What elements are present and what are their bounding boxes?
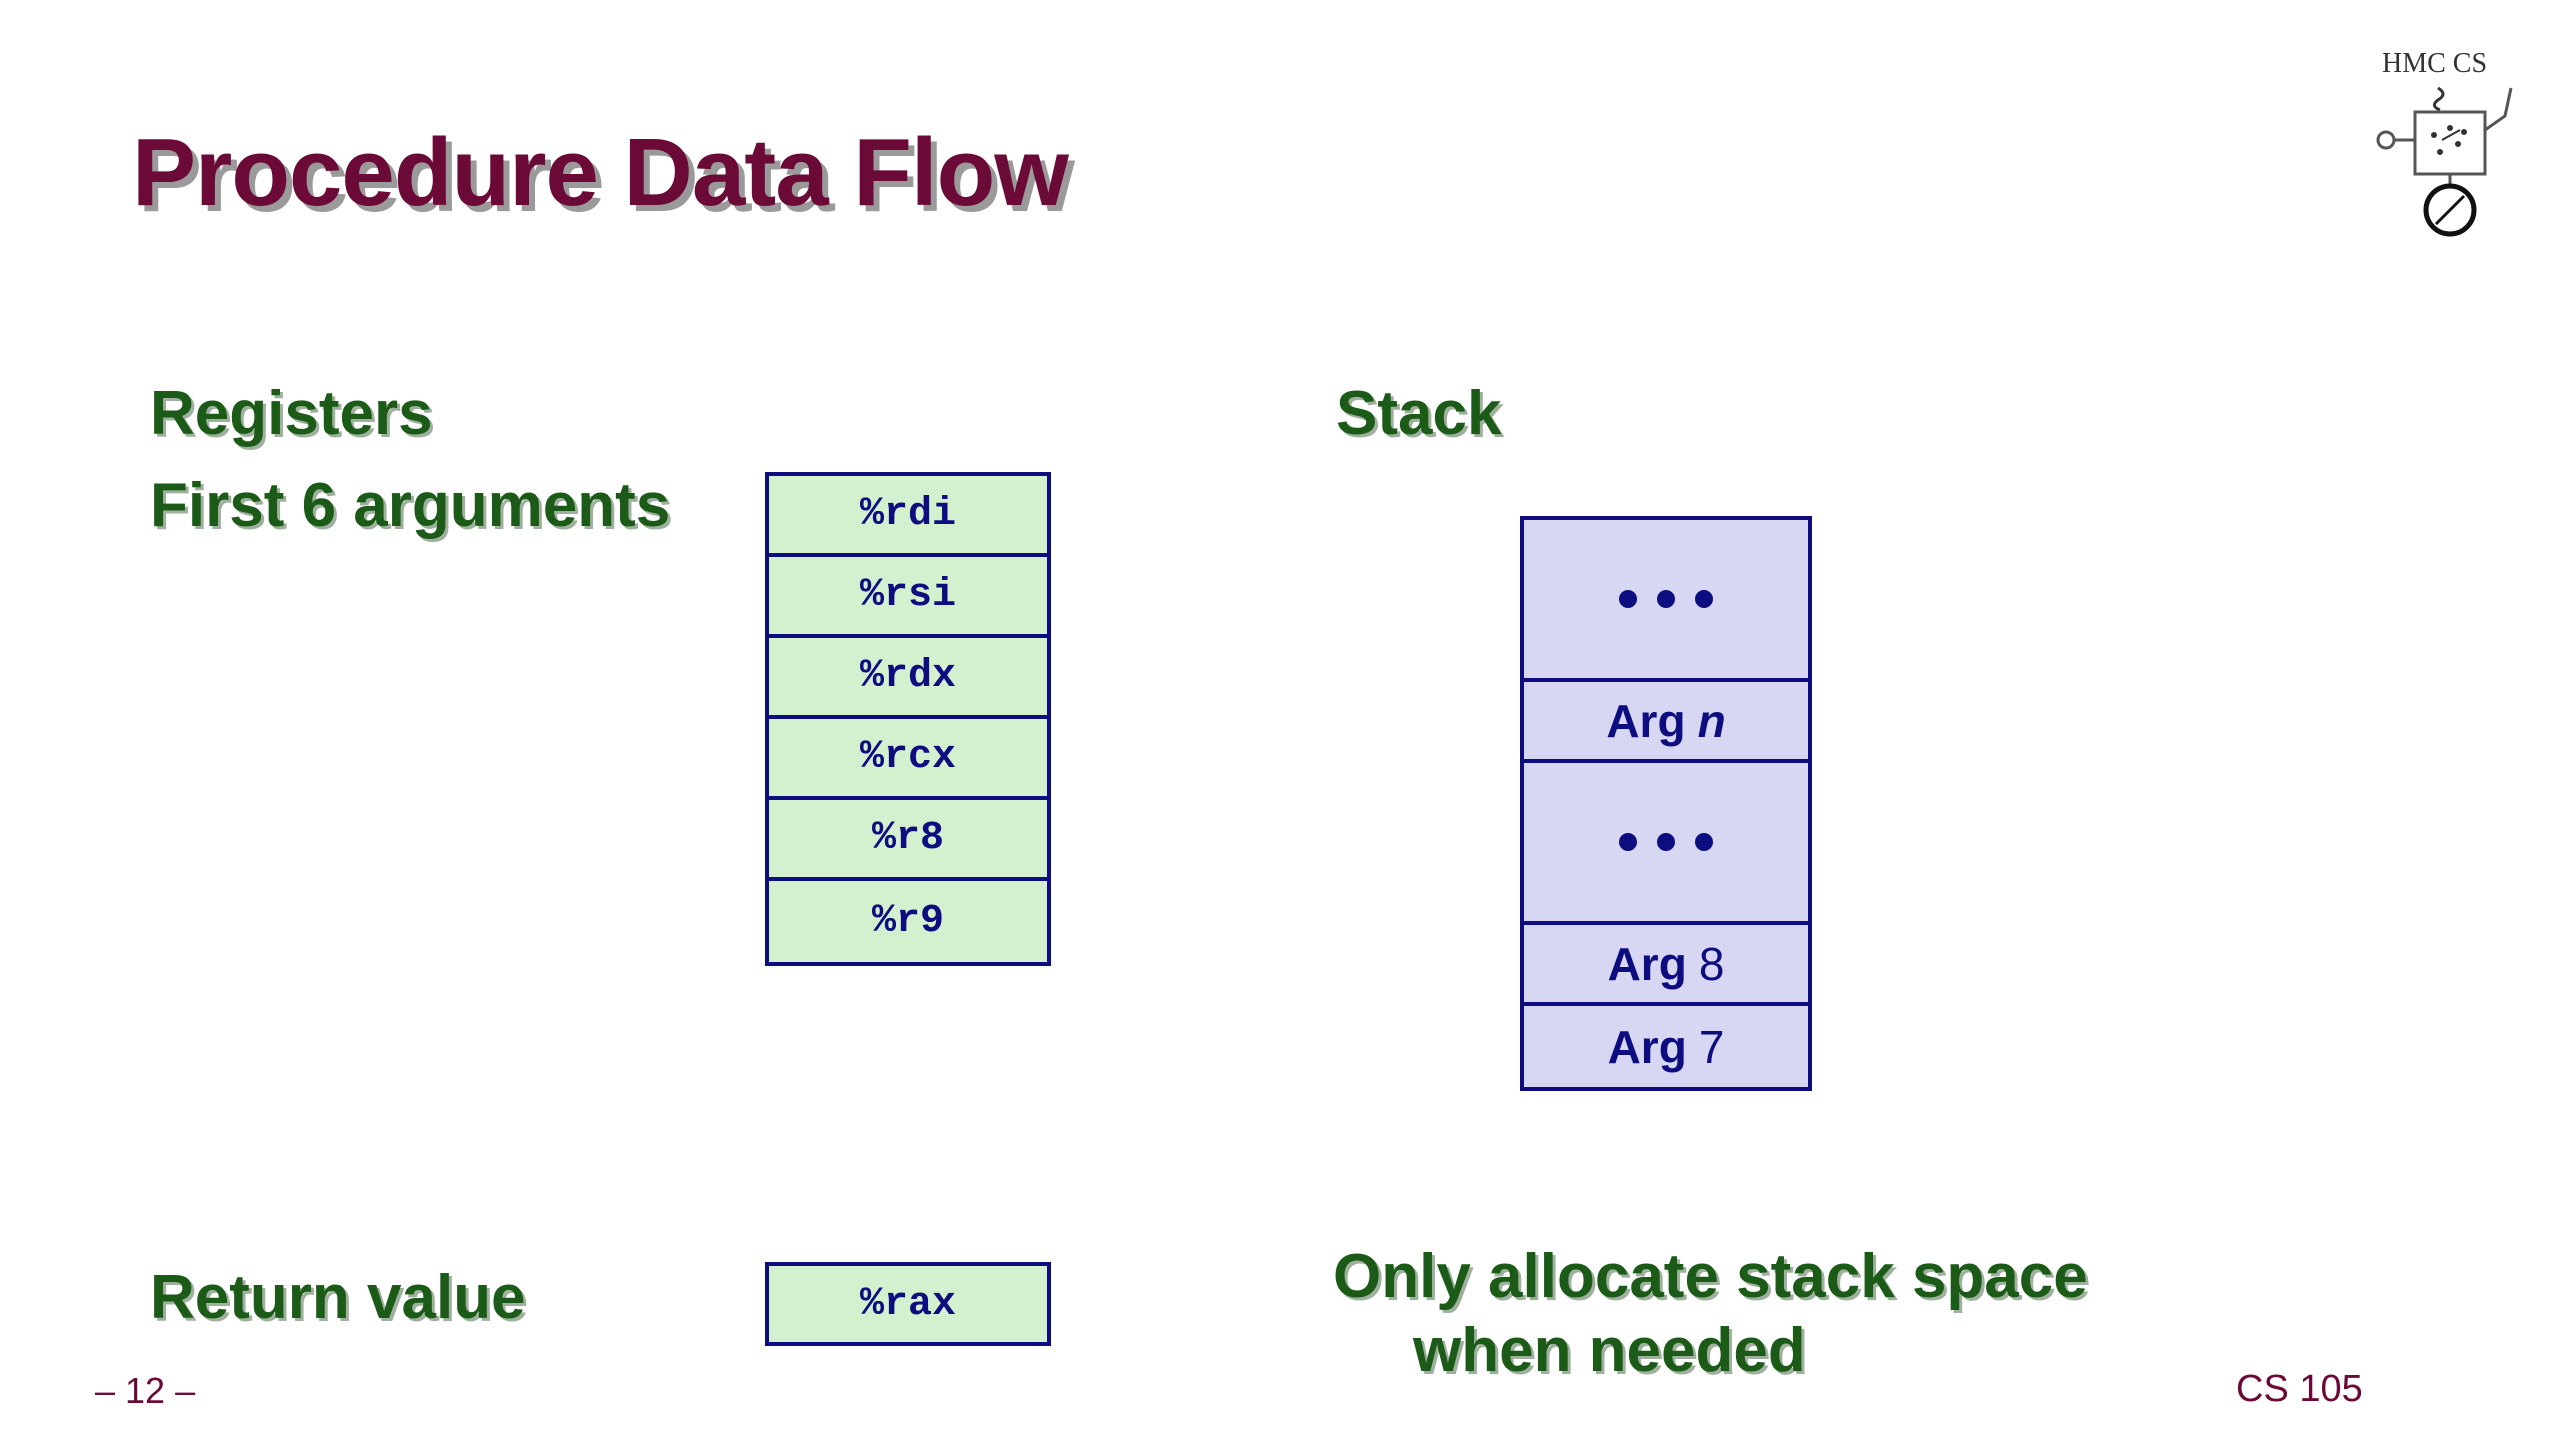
register-rax: %rax [765,1262,1051,1346]
slide-title: Procedure Data Flow [132,119,1069,226]
arg-n-word: Arg [1606,694,1686,747]
register-rdx: %rdx [769,638,1047,719]
stack-diagram: Arg n Arg 8 Arg 7 [1520,516,1812,1091]
stack-cell-arg-n: Arg n [1524,682,1808,763]
register-r8: %r8 [769,800,1047,881]
first-arguments-label: First 6 arguments [150,471,671,540]
register-r9: %r9 [871,899,944,944]
stack-allocation-note: Only allocate stack space when needed [1333,1240,2088,1388]
note-line-2: when needed [1413,1316,1806,1385]
logo-text: HMC CS [2382,48,2487,79]
register-rsi: %rsi [769,557,1047,638]
register-rdi: %rdi [769,476,1047,557]
stack-cell-arg-7: Arg 7 [1524,1006,1808,1087]
stack-heading: Stack [1336,379,1502,448]
note-line-1: Only allocate stack space [1333,1242,2088,1311]
register-rcx: %rcx [769,719,1047,800]
page-number: – 12 – [95,1370,196,1411]
course-label: CS 105 [2236,1368,2363,1410]
stack-ellipsis-middle [1524,763,1808,925]
stack-ellipsis-top [1524,520,1808,682]
arg-n-suffix: n [1697,694,1726,747]
arg-8-word: Arg [1607,937,1687,990]
hmc-cs-robot-logo: HMC CS [2376,48,2513,237]
registers-heading: Registers [150,379,433,448]
ellipsis-icon [1619,590,1713,608]
arg-8-number: 8 [1698,937,1725,990]
argument-register-stack: %rdi %rsi %rdx %rcx %r8 %r9 [765,472,1051,966]
arg-7-word: Arg [1607,1020,1687,1073]
return-value-label: Return value [150,1263,526,1332]
arg-7-number: 7 [1698,1020,1725,1073]
stack-cell-arg-8: Arg 8 [1524,925,1808,1006]
ellipsis-icon [1619,833,1713,851]
